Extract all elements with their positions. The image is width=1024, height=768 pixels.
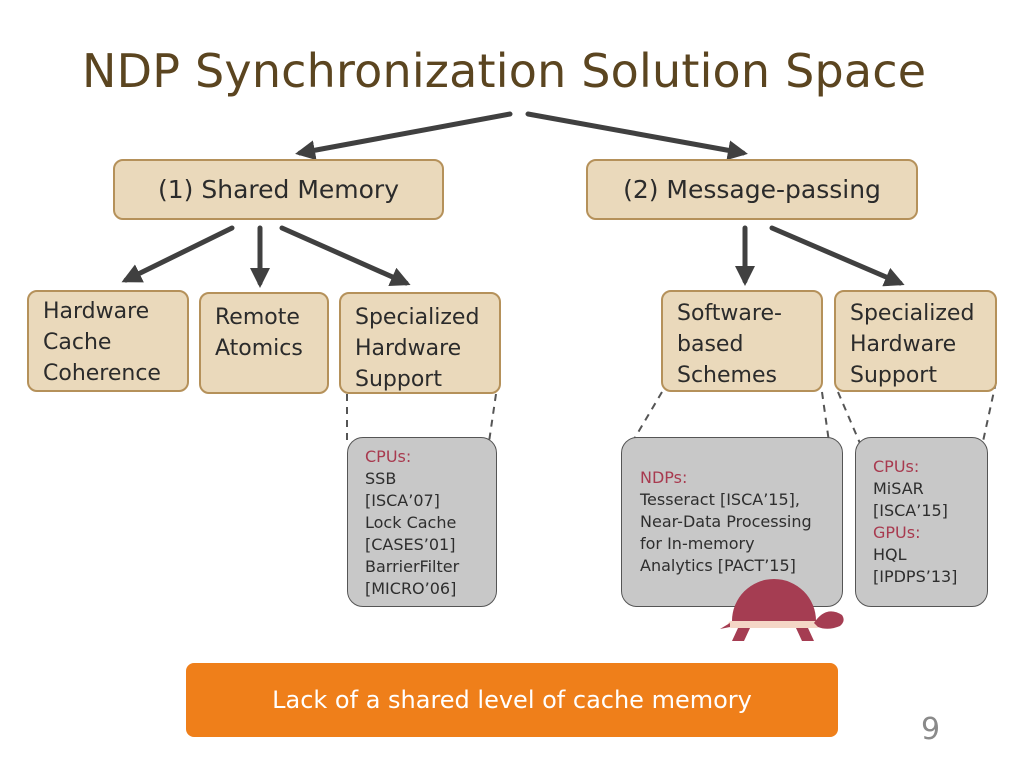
sm-specialized-details: CPUs: SSB [ISCA’07] Lock Cache [CASES’01…: [347, 437, 497, 607]
hardware-cache-coherence-node: Hardware Cache Coherence: [27, 290, 189, 392]
message-passing-node: (2) Message-passing: [586, 159, 918, 220]
detail-line: Analytics [PACT’15]: [640, 556, 796, 575]
callout-line: [981, 381, 997, 447]
node-line: Support: [850, 363, 937, 388]
detail-line: [ISCA’15]: [873, 501, 948, 520]
detail-line: [ISCA’07]: [365, 491, 440, 510]
node-line: Software-: [677, 301, 782, 326]
arrow-to-message-passing: [525, 111, 748, 161]
callout-line: [821, 391, 830, 443]
detail-line: Lock Cache: [365, 513, 457, 532]
node-line: Hardware: [43, 299, 150, 324]
detail-line: Tesseract [ISCA’15],: [640, 490, 800, 509]
arrow-to-shared-memory: [295, 111, 513, 161]
detail-line: [MICRO’06]: [365, 579, 457, 598]
arrow-to-hardware-cache: [121, 225, 235, 283]
arrow-to-sm-specialized: [279, 225, 411, 287]
node-line: Atomics: [215, 336, 303, 361]
software-based-schemes-node: Software- based Schemes: [661, 290, 823, 392]
shared-memory-node: (1) Shared Memory: [113, 159, 444, 220]
detail-line: [CASES’01]: [365, 535, 456, 554]
node-line: Hardware: [355, 336, 462, 361]
node-line: Cache: [43, 330, 112, 355]
shared-memory-label: (1) Shared Memory: [158, 175, 399, 204]
sm-specialized-hardware-node: Specialized Hardware Support: [339, 292, 501, 394]
detail-line: HQL: [873, 545, 907, 564]
mp-specialized-details: CPUs: MiSAR [ISCA’15] GPUs: HQL [IPDPS’1…: [855, 437, 988, 607]
detail-category: CPUs:: [365, 447, 412, 466]
banner-text: Lack of a shared level of cache memory: [272, 686, 752, 714]
node-line: Remote: [215, 305, 300, 330]
remote-atomics-node: Remote Atomics: [199, 292, 329, 394]
mp-specialized-hardware-node: Specialized Hardware Support: [834, 290, 997, 392]
detail-line: SSB: [365, 469, 397, 488]
message-passing-label: (2) Message-passing: [623, 175, 881, 204]
detail-category: NDPs:: [640, 468, 688, 487]
detail-category: GPUs:: [873, 523, 921, 542]
detail-line: [IPDPS’13]: [873, 567, 958, 586]
node-line: Support: [355, 367, 442, 392]
conclusion-banner: Lack of a shared level of cache memory: [186, 663, 838, 737]
node-line: Coherence: [43, 361, 161, 386]
node-line: based: [677, 332, 744, 357]
node-line: Specialized: [850, 301, 975, 326]
page-number: 9: [921, 712, 941, 747]
arrow-to-mp-specialized: [769, 225, 905, 287]
detail-line: MiSAR: [873, 479, 924, 498]
turtle-icon: [720, 579, 844, 641]
detail-category: CPUs:: [873, 457, 920, 476]
detail-line: BarrierFilter: [365, 557, 460, 576]
callout-line: [488, 393, 497, 443]
node-line: Schemes: [677, 363, 777, 388]
node-line: Hardware: [850, 332, 957, 357]
node-line: Specialized: [355, 305, 480, 330]
slide-title: NDP Synchronization Solution Space: [82, 44, 927, 98]
detail-line: Near-Data Processing: [640, 512, 812, 531]
callout-line: [837, 391, 863, 449]
detail-line: for In-memory: [640, 534, 755, 553]
mp-software-details: NDPs: Tesseract [ISCA’15], Near-Data Pro…: [621, 437, 843, 607]
